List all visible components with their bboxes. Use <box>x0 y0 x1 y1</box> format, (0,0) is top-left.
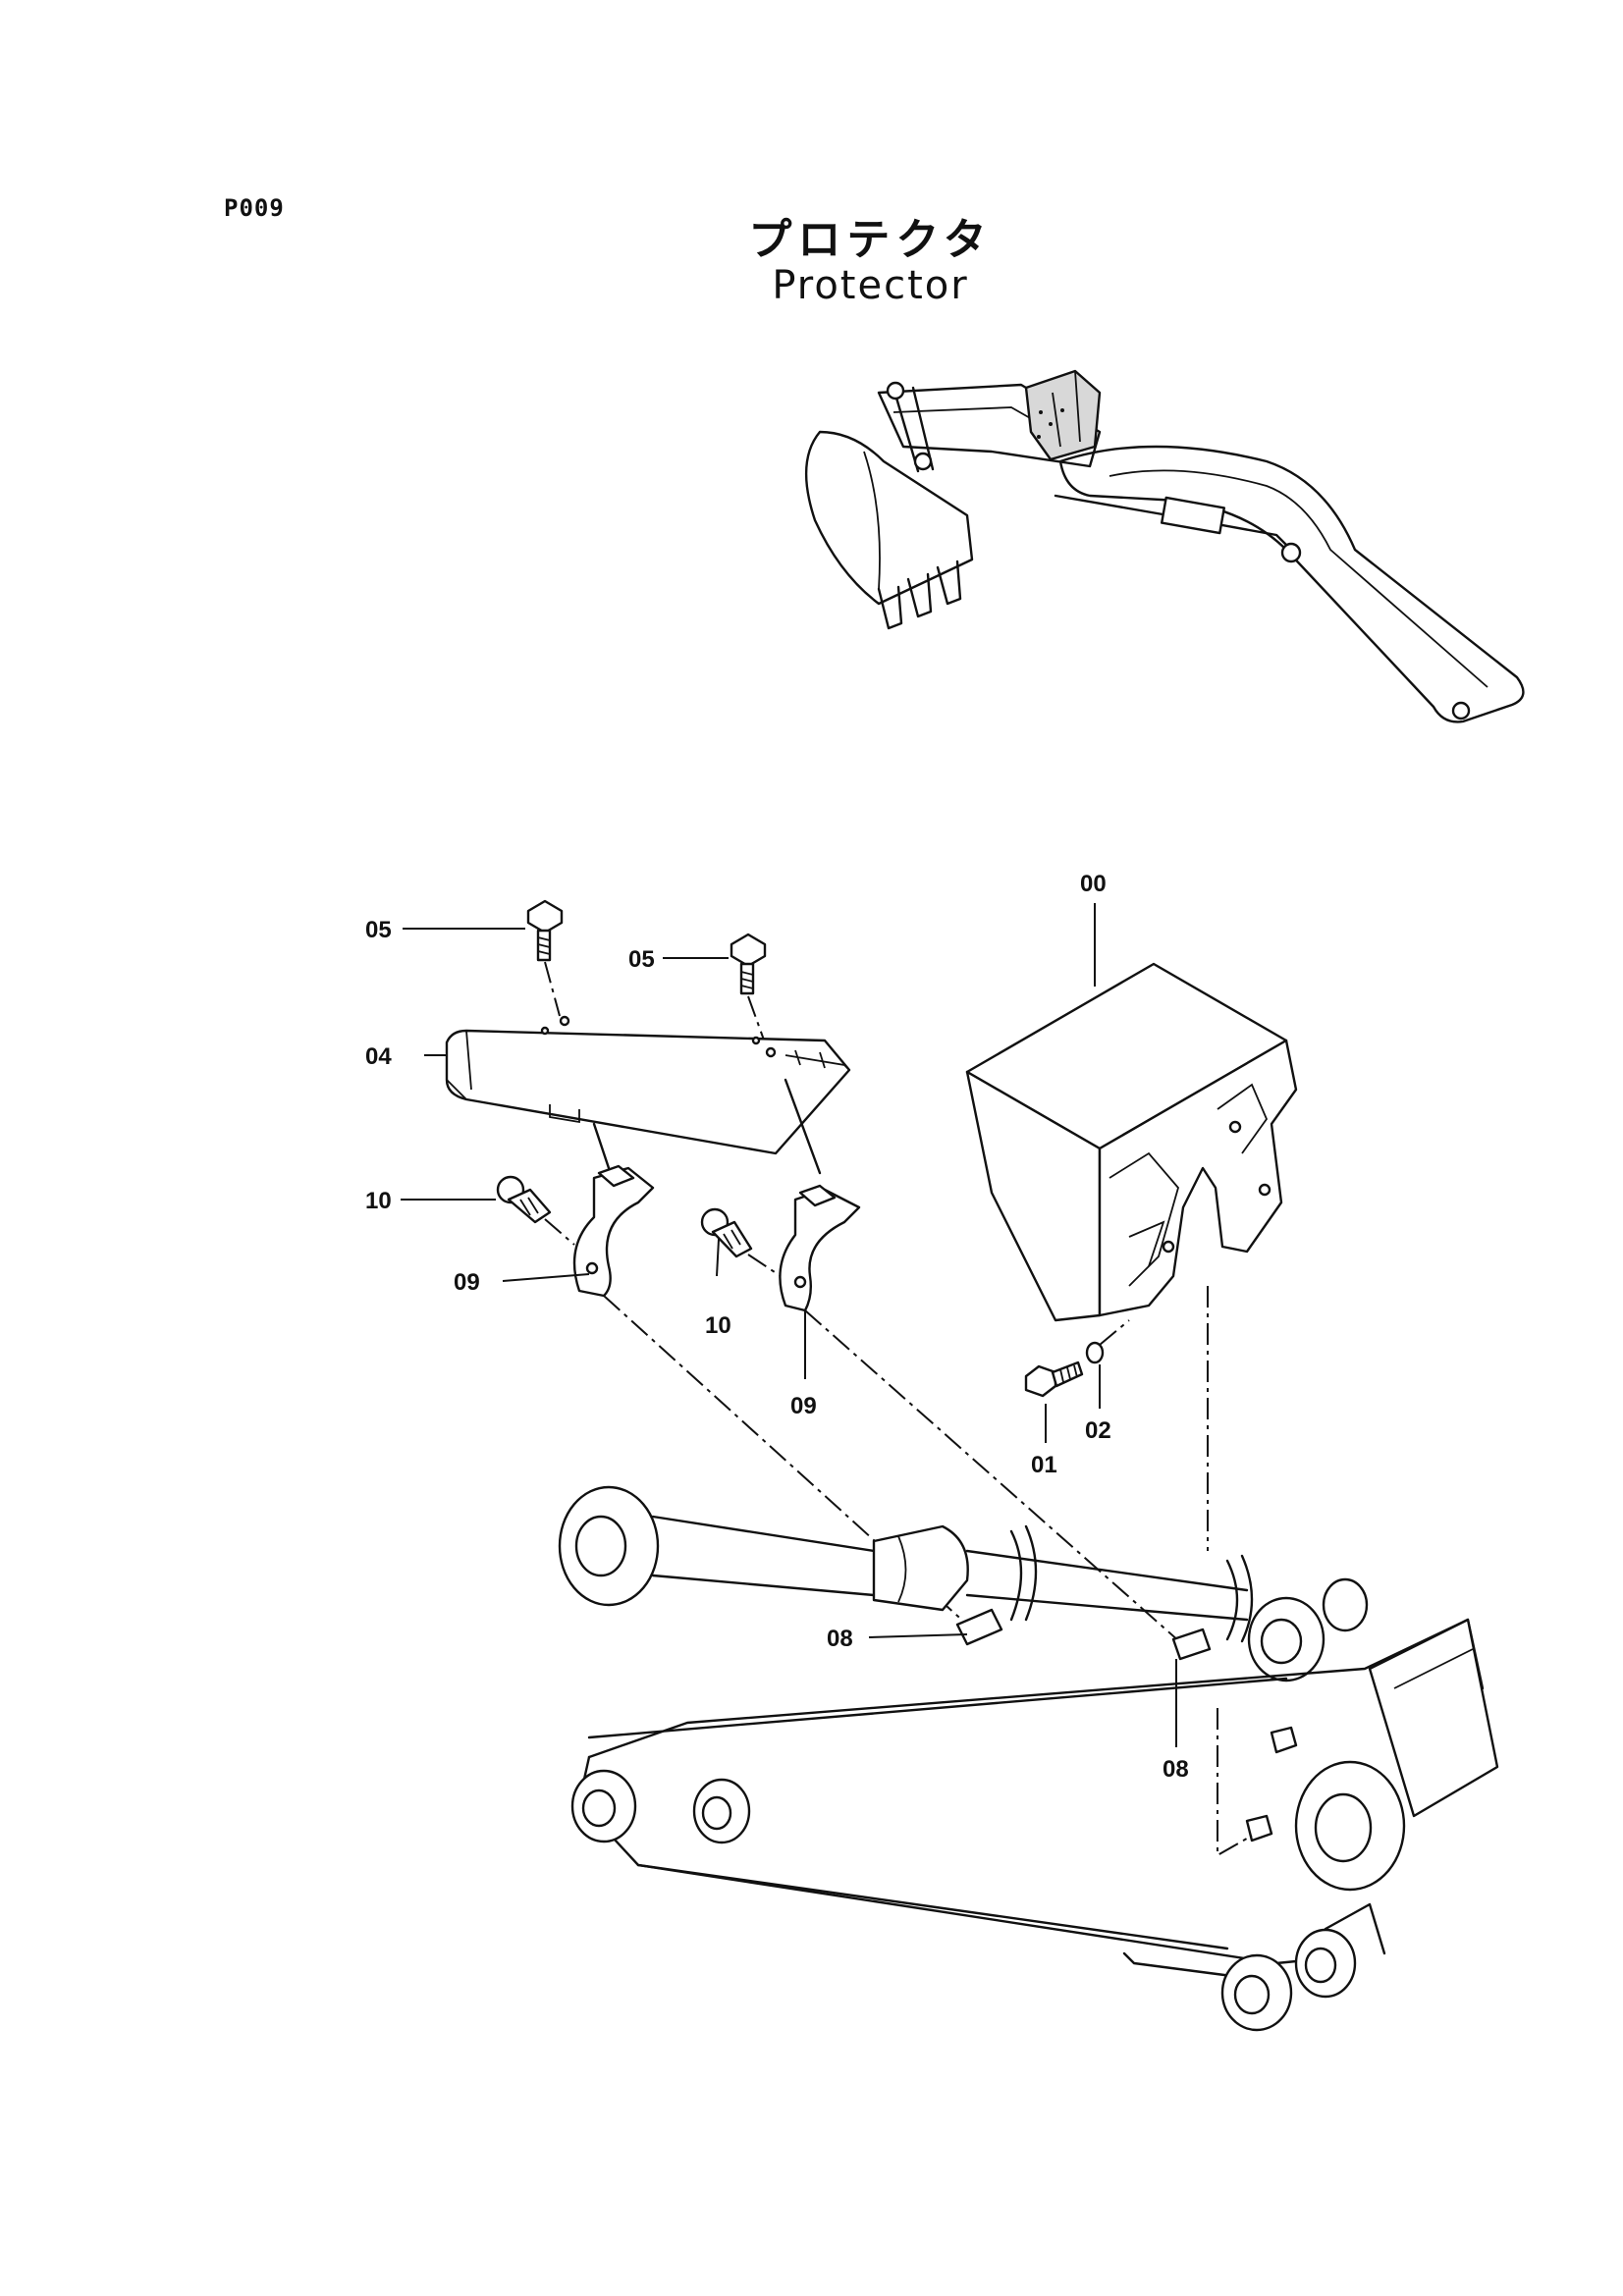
bolt-part-10-right <box>700 1207 782 1277</box>
bolt-part-05-right <box>730 933 767 1046</box>
boom-assembly-illustration <box>558 1485 1499 2032</box>
callout-10-right: 10 <box>705 1312 731 1339</box>
clamp-part-09-right <box>779 1184 1189 1650</box>
callout-05-right: 05 <box>628 946 655 973</box>
clamp-part-09-left <box>572 1164 968 1626</box>
callout-10-left: 10 <box>365 1188 392 1214</box>
callout-08-right: 08 <box>1163 1756 1189 1783</box>
callout-labels: 00 05 05 04 10 09 10 09 01 02 08 08 <box>365 871 1189 1783</box>
cover-plate-part-04 <box>445 1015 851 1185</box>
callout-09-right: 09 <box>790 1393 817 1419</box>
overview-attachment-illustration <box>805 369 1525 723</box>
callout-01: 01 <box>1031 1452 1057 1478</box>
callout-05-left: 05 <box>365 917 392 943</box>
page-id: P009 <box>224 194 285 222</box>
protector-cover-part-00 <box>965 962 1298 1551</box>
callout-04: 04 <box>365 1043 392 1070</box>
callout-leaders <box>401 903 1177 1747</box>
bolt-part-01 <box>1024 1361 1084 1398</box>
callout-02: 02 <box>1085 1417 1111 1444</box>
callout-08-left: 08 <box>827 1626 853 1652</box>
bolt-part-05-left <box>526 899 564 1017</box>
callout-09-left: 09 <box>454 1269 480 1296</box>
page-title-english: Protector <box>772 263 969 308</box>
callout-00: 00 <box>1080 871 1107 897</box>
washer-part-02 <box>1085 1319 1130 1364</box>
page-title-japanese: プロテクタ <box>748 215 993 265</box>
bolt-part-10-left <box>496 1175 575 1246</box>
